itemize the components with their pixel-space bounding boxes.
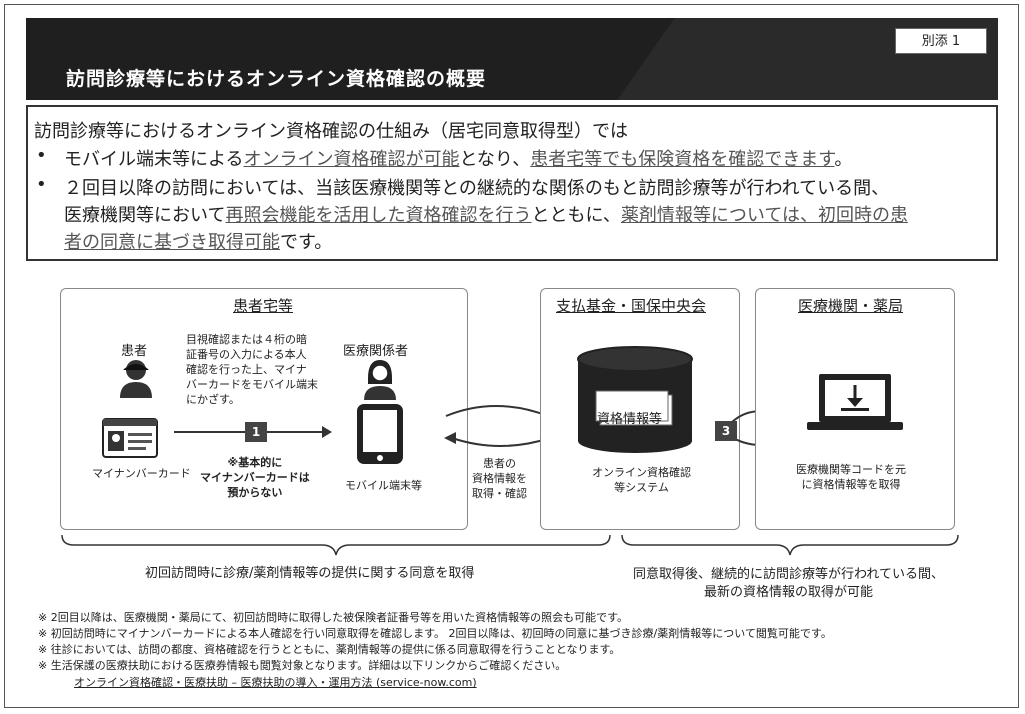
footnote: ※ 2回目以降は、医療機関・薬局にて、初回訪問時に取得した被保険者証番号等を用い… [38, 611, 629, 624]
summary-bullet-2-line-2: 医療機関等において再照会機能を活用した資格確認を行うとともに、薬剤情報等について… [64, 201, 908, 227]
mid-label-line: 患者の [483, 457, 516, 470]
header-banner: 訪問診療等におけるオンライン資格確認の概要 [26, 18, 998, 100]
step-badge-3: 3 [715, 421, 737, 441]
page-title: 訪問診療等におけるオンライン資格確認の概要 [66, 68, 487, 90]
mobile-device-icon [357, 404, 403, 464]
medical-staff-icon [364, 360, 396, 400]
instruction-text: 目視確認または４桁の暗 証番号の入力による本人 確認を行った上、マイナ バーカー… [186, 332, 318, 407]
text-span: とともに、 [531, 205, 621, 226]
panel-title-home: 患者宅等 [233, 297, 294, 315]
clinic-desc-line: 医療機関等コードを元 [796, 463, 906, 476]
underlined-text: 者の同意に基づき取得可能 [64, 232, 280, 253]
mid-label-line: 取得・確認 [472, 487, 527, 500]
brace-left-label: 初回訪問時に診療/薬剤情報等の提供に関する同意を取得 [145, 566, 475, 581]
footnote: ※ 生活保護の医療扶助における医療券情報も閲覧対象となります。詳細は以下リンクか… [38, 659, 567, 672]
system-label: オンライン資格確認 等システム [592, 465, 691, 495]
id-card-icon [102, 418, 158, 458]
instruction-line: 目視確認または４桁の暗 [186, 333, 307, 346]
summary-heading: 訪問診療等におけるオンライン資格確認の仕組み（居宅同意取得型）では [34, 121, 628, 142]
text-span: モバイル端末等による [64, 149, 244, 170]
attachment-badge: 別添 1 [895, 28, 987, 54]
footnote: ※ 初回訪問時にマイナンバーカードによる本人確認を行い同意取得を確認します。 2… [38, 627, 832, 640]
note-line: マイナンバーカードは [200, 471, 310, 484]
system-line: 等システム [614, 481, 669, 494]
brace-left [61, 534, 611, 556]
mid-label-line: 資格情報を [472, 472, 527, 485]
device-label: モバイル端末等 [345, 479, 422, 492]
text-span: となり、 [459, 149, 531, 170]
underlined-text: オンライン資格確認が可能 [243, 149, 460, 170]
footnote: ※ 往診においては、訪問の都度、資格確認を行うとともに、薬剤情報等の提供に係る同… [38, 643, 621, 656]
clinic-desc-line: に資格情報等を取得 [801, 478, 901, 491]
underlined-text: 再照会機能を活用した資格確認を行う [225, 205, 532, 226]
patient-label: 患者 [121, 344, 148, 359]
brace-right [621, 534, 959, 556]
laptop-download-icon [807, 374, 903, 430]
summary-bullet-2-line-1: ２回目以降の訪問においては、当該医療機関等との継続的な関係のもと訪問診療等が行わ… [64, 178, 890, 199]
summary-bullet-1: モバイル端末等によるオンライン資格確認が可能となり、患者宅等でも保険資格を確認で… [64, 145, 852, 171]
text-span: です。 [280, 232, 333, 253]
bullet-dot: • [36, 174, 47, 195]
system-line: オンライン資格確認 [592, 466, 691, 479]
brace-right-line: 同意取得後、継続的に訪問診療等が行われている間、 [633, 567, 944, 582]
text-span: 。 [834, 149, 853, 170]
instruction-line: バーカードをモバイル端末 [186, 378, 318, 391]
underlined-text: 患者宅等でも保険資格を確認できます [530, 149, 835, 170]
step-badge-1: 1 [245, 422, 267, 442]
patient-icon [120, 360, 152, 398]
underlined-text: 薬剤情報等については、初回時の患 [620, 205, 909, 226]
note-line: ※基本的に [227, 456, 283, 469]
page-frame [4, 4, 1019, 708]
reference-link[interactable]: オンライン資格確認・医療扶助 – 医療扶助の導入・運用方法 (service-n… [74, 676, 477, 689]
brace-right-line: 最新の資格情報の取得が可能 [703, 585, 873, 600]
summary-bullet-2-line-3: 者の同意に基づき取得可能です。 [64, 228, 332, 254]
panel-title-fund: 支払基金・国保中央会 [556, 297, 707, 315]
brace-right-label: 同意取得後、継続的に訪問診療等が行われている間、 最新の資格情報の取得が可能 [633, 566, 944, 602]
database-icon [577, 346, 693, 453]
clinic-desc: 医療機関等コードを元 に資格情報等を取得 [796, 462, 906, 492]
bullet-dot: • [36, 145, 47, 166]
panel-title-clinic: 医療機関・薬局 [798, 297, 904, 315]
note-line: 預からない [227, 486, 283, 499]
text-span: 医療機関等において [64, 205, 226, 226]
summary-box: 訪問診療等におけるオンライン資格確認の仕組み（居宅同意取得型）では • モバイル… [26, 105, 998, 261]
mid-label: 患者の 資格情報を 取得・確認 [472, 456, 527, 501]
db-label: 資格情報等 [597, 412, 663, 427]
instruction-line: 確認を行った上、マイナ [186, 363, 307, 376]
instruction-line: にかざす。 [186, 393, 240, 406]
card-custody-note: ※基本的に マイナンバーカードは 預からない [200, 455, 310, 500]
staff-label: 医療関係者 [343, 344, 409, 359]
instruction-line: 証番号の入力による本人 [186, 348, 307, 361]
card-label: マイナンバーカード [92, 467, 191, 480]
